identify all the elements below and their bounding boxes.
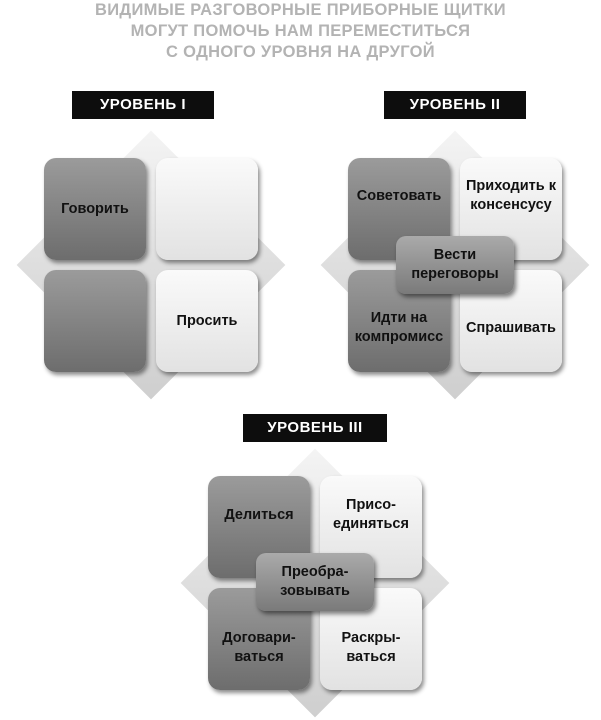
level-2-center-tile: Вести переговоры — [396, 236, 514, 294]
level-3-center-tile: Преобра- зовывать — [256, 553, 374, 611]
level-2-label: УРОВЕНЬ II — [384, 91, 526, 119]
title-line-1: ВИДИМЫЕ РАЗГОВОРНЫЕ ПРИБОРНЫЕ ЩИТКИ — [95, 1, 506, 19]
page-title: ВИДИМЫЕ РАЗГОВОРНЫЕ ПРИБОРНЫЕ ЩИТКИ МОГУ… — [0, 0, 601, 63]
level-1-tile-top-left: Говорить — [44, 158, 146, 260]
level-3-label: УРОВЕНЬ III — [243, 414, 387, 442]
level-1-tile-bottom-left — [44, 270, 146, 372]
level-1-tile-top-right — [156, 158, 258, 260]
title-line-3: С ОДНОГО УРОВНЯ НА ДРУГОЙ — [166, 43, 435, 61]
title-line-2: МОГУТ ПОМОЧЬ НАМ ПЕРЕМЕСТИТЬСЯ — [130, 22, 471, 40]
level-1-tile-bottom-right: Просить — [156, 270, 258, 372]
level-1-label: УРОВЕНЬ I — [72, 91, 214, 119]
